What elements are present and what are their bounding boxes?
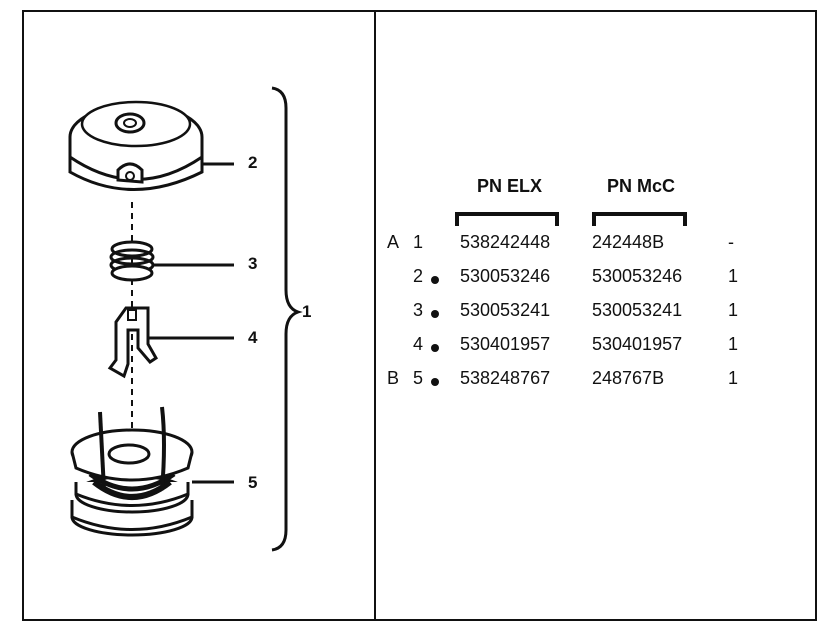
table-row: 2 530053246 530053246 1	[376, 266, 815, 292]
bullet-dot	[431, 310, 439, 318]
row-pn-elx: 530401957	[460, 334, 551, 354]
row-group-letter: A	[387, 232, 400, 252]
part-cap	[68, 100, 234, 191]
row-pn-mcc: 530053246	[592, 266, 683, 286]
part-spring	[109, 240, 234, 282]
row-pn-mcc: 530401957	[592, 334, 683, 354]
row-item-number: 4	[413, 334, 424, 354]
exploded-parts-diagram: 2 3 4 1 5	[24, 12, 374, 619]
row-quantity: 1	[728, 266, 739, 286]
table-row: 4 530401957 530401957 1	[376, 334, 815, 360]
row-item-number: 5	[413, 368, 424, 388]
callout-2: 2	[248, 153, 258, 172]
row-quantity: -	[728, 232, 734, 252]
table-row: 3 530053241 530053241 1	[376, 300, 815, 326]
row-quantity: 1	[728, 368, 739, 388]
row-pn-mcc: 242448B	[592, 232, 665, 252]
part-spool	[70, 406, 234, 537]
diagram-drawing	[68, 86, 303, 552]
bullet-dot	[431, 276, 439, 284]
callout-4: 4	[248, 328, 258, 347]
header-pn-elx: PN ELX	[477, 176, 543, 196]
row-item-number: 2	[413, 266, 424, 286]
assembly-brace	[271, 86, 303, 552]
row-pn-elx: 530053241	[460, 300, 551, 320]
callout-5: 5	[248, 473, 258, 492]
row-item-number: 3	[413, 300, 424, 320]
header-bracket-elx	[455, 212, 559, 226]
row-pn-mcc: 248767B	[592, 368, 665, 388]
row-item-number: 1	[413, 232, 424, 252]
bullet-dot	[431, 344, 439, 352]
row-quantity: 1	[728, 334, 739, 354]
row-quantity: 1	[728, 300, 739, 320]
row-pn-elx: 538248767	[460, 368, 551, 388]
callout-1: 1	[302, 302, 312, 321]
header-bracket-mcc	[592, 212, 687, 226]
bullet-dot	[431, 378, 439, 386]
row-pn-elx: 530053246	[460, 266, 551, 286]
row-pn-elx: 538242448	[460, 232, 551, 252]
page-frame	[22, 10, 817, 621]
header-pn-mcc: PN McC	[607, 176, 676, 196]
row-group-letter: B	[387, 368, 400, 388]
panel-divider	[374, 10, 376, 621]
part-clip	[107, 306, 234, 379]
row-pn-mcc: 530053241	[592, 300, 683, 320]
callout-3: 3	[248, 254, 258, 273]
